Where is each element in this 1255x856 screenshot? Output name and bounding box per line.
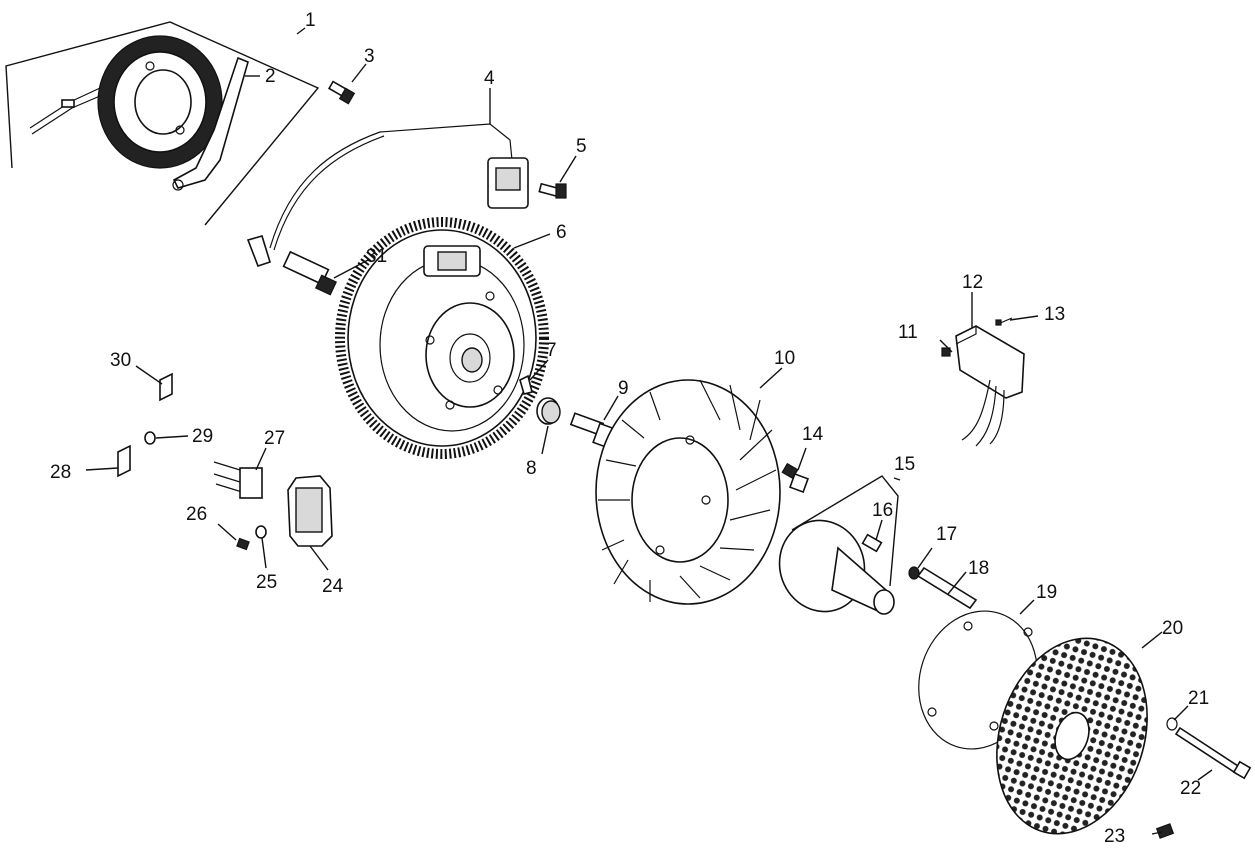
callout-15: 15 <box>894 454 915 475</box>
rotating-screen <box>996 637 1148 835</box>
callout-16: 16 <box>872 500 893 521</box>
screw-14 <box>781 462 809 493</box>
callout-25: 25 <box>256 572 277 593</box>
leader-lines <box>85 27 1213 835</box>
callout-labels: 1 2 3 4 5 6 7 8 9 10 11 12 13 14 15 16 1… <box>50 10 1209 847</box>
callout-12: 12 <box>962 272 983 293</box>
fan-hub <box>778 519 895 615</box>
callout-26: 26 <box>186 504 207 525</box>
callout-6: 6 <box>556 222 567 243</box>
ground-strap <box>172 56 249 191</box>
callout-28: 28 <box>50 462 71 483</box>
callout-27: 27 <box>264 428 285 449</box>
screw-13 <box>995 317 1013 326</box>
callout-13: 13 <box>1044 304 1065 325</box>
callout-19: 19 <box>1036 582 1057 603</box>
callout-29: 29 <box>192 426 213 447</box>
rectifier <box>955 325 1025 447</box>
callout-14: 14 <box>802 424 824 445</box>
washer-25 <box>255 525 267 539</box>
callout-11: 11 <box>898 322 918 343</box>
washer-8 <box>536 397 561 425</box>
callout-22: 22 <box>1180 778 1201 799</box>
callout-21: 21 <box>1188 688 1209 709</box>
callout-5: 5 <box>576 136 587 157</box>
spark-plug <box>282 250 338 296</box>
callout-2: 2 <box>265 66 276 87</box>
callout-1: 1 <box>305 10 316 31</box>
screw-3 <box>327 80 356 105</box>
callout-24: 24 <box>322 576 344 597</box>
adapter-group-bracket <box>791 475 899 587</box>
screw-22 <box>1174 726 1252 780</box>
pin-18 <box>916 566 978 610</box>
flywheel-key <box>519 374 533 395</box>
callout-31: 31 <box>366 246 387 267</box>
clip-30 <box>159 372 173 402</box>
callout-30: 30 <box>110 350 131 371</box>
callout-20: 20 <box>1162 618 1183 639</box>
callout-8: 8 <box>526 458 537 479</box>
washer-17 <box>908 566 920 580</box>
clip-28 <box>117 444 131 478</box>
stator <box>29 35 223 169</box>
callout-7: 7 <box>546 340 557 361</box>
callout-10: 10 <box>774 348 795 369</box>
washer-21 <box>1166 717 1178 731</box>
screw-16 <box>861 533 883 553</box>
nut-11 <box>941 347 951 357</box>
callout-23: 23 <box>1104 826 1125 847</box>
screw-26 <box>236 537 250 551</box>
callout-3: 3 <box>364 46 375 67</box>
stator-group-bracket <box>5 21 320 226</box>
callout-9: 9 <box>618 378 629 399</box>
nut-23 <box>1155 823 1175 839</box>
washer-29 <box>144 431 156 445</box>
regulator-24 <box>287 475 333 547</box>
callout-4: 4 <box>484 68 495 89</box>
screw-5 <box>538 182 567 199</box>
flywheel <box>335 217 549 459</box>
callout-17: 17 <box>936 524 957 545</box>
ignition-module <box>246 123 529 268</box>
callout-18: 18 <box>968 558 989 579</box>
connector-27 <box>213 461 263 499</box>
cooling-fan <box>595 379 781 605</box>
